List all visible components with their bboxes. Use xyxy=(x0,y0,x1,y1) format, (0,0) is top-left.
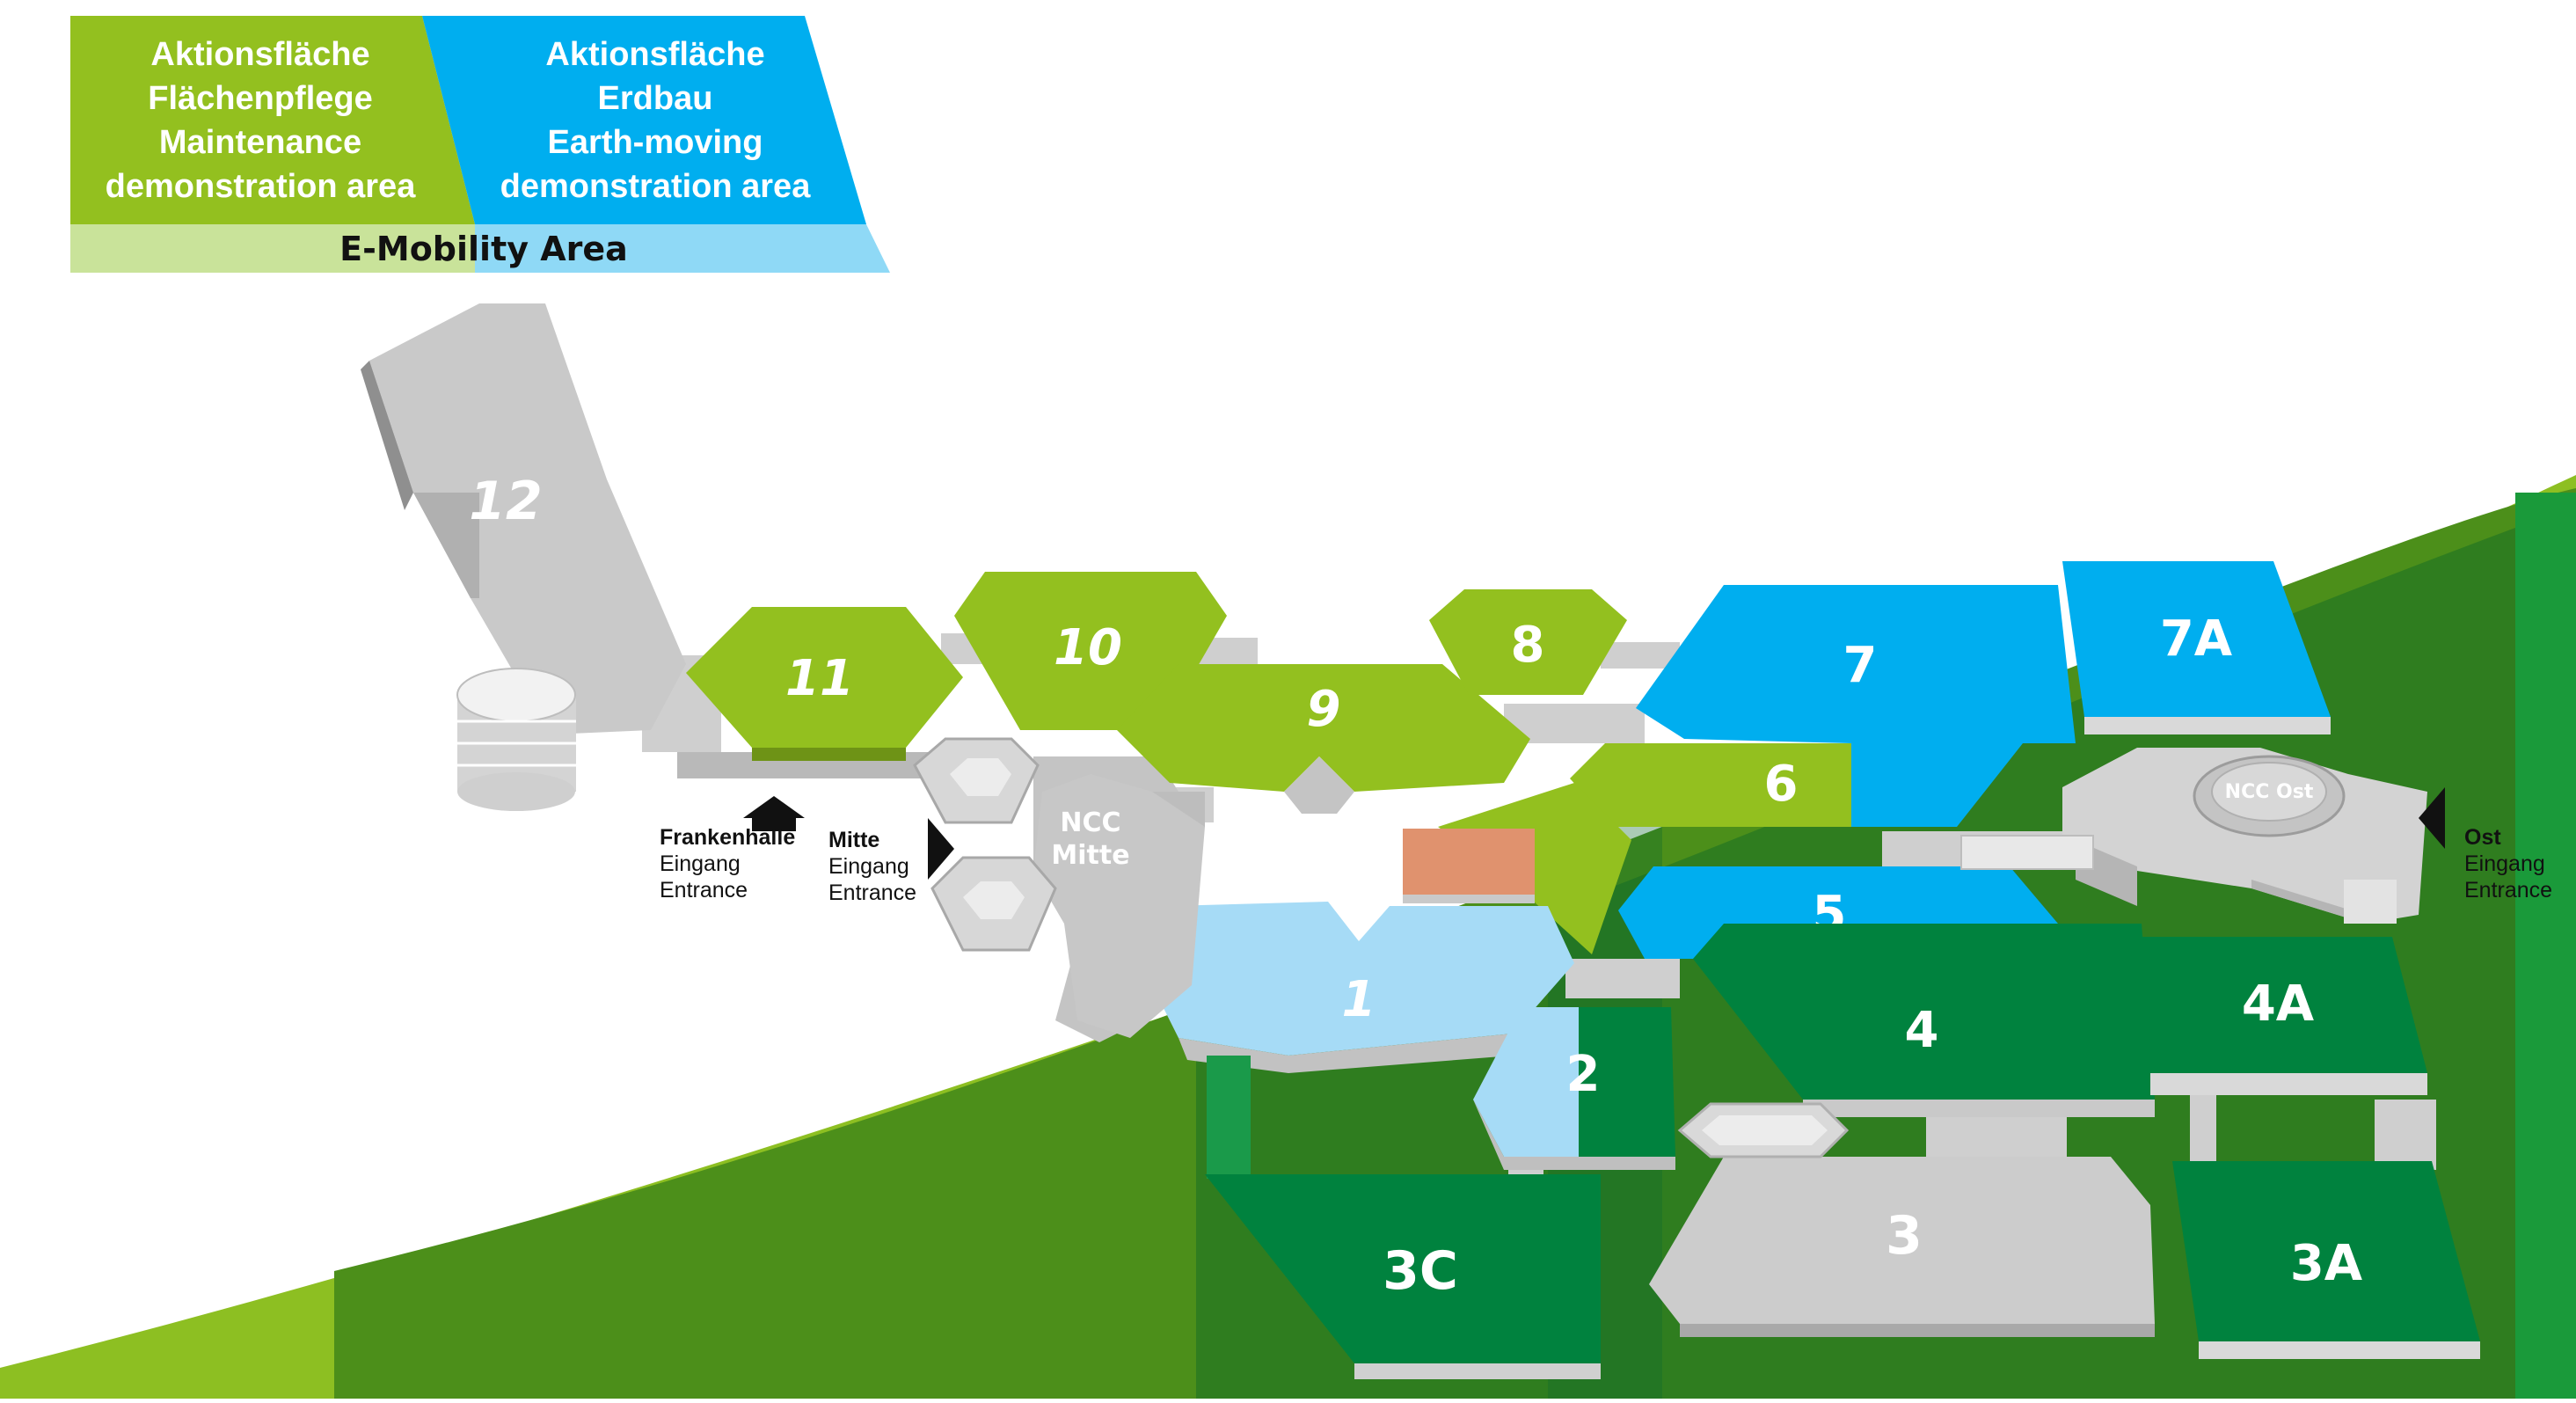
legend-green-line-1: Aktionsfläche xyxy=(150,36,369,73)
hall-3a[interactable]: 3A xyxy=(2172,1161,2480,1359)
hall-4a[interactable]: 4A xyxy=(2128,937,2427,1095)
hall-4-shape xyxy=(1693,924,2155,1100)
hall-1[interactable]: 1 xyxy=(1139,902,1574,1073)
ncc-mitte-building xyxy=(1033,774,1205,1038)
hall-7-shape xyxy=(1636,585,2076,827)
hall-4[interactable]: 4 xyxy=(1693,924,2155,1117)
hall-3c-shape xyxy=(1205,1174,1601,1363)
ost-name: Ost xyxy=(2464,825,2501,850)
ost-line2: Entrance xyxy=(2464,878,2552,902)
e-mobility-area xyxy=(1403,829,1535,895)
hall-3c[interactable]: 3C xyxy=(1205,1056,1601,1379)
hall-8[interactable]: 8 xyxy=(1429,589,1627,695)
ncc-mitte-label-1: NCC xyxy=(1060,807,1120,838)
hall-7a-shape xyxy=(2062,561,2331,717)
hall-3a-shape xyxy=(2172,1161,2480,1341)
legend-blue-box xyxy=(422,16,866,224)
hall-10-label: 10 xyxy=(1054,619,1122,676)
hall-3-shape xyxy=(1649,1157,2155,1324)
hall-9-shape xyxy=(1117,664,1530,792)
hex-pavilion xyxy=(1677,1102,1850,1158)
frankenhalle-arrow-icon xyxy=(743,796,805,831)
ncc-mitte-label-2: Mitte xyxy=(1051,840,1129,871)
ncc-ost-label: NCC Ost xyxy=(2225,781,2314,803)
hall-11[interactable]: 11 xyxy=(686,607,963,761)
bg-right-strip xyxy=(2515,493,2576,1399)
hall-4a-shape xyxy=(2128,937,2427,1073)
hall-9-label: 9 xyxy=(1307,681,1341,738)
legend-green-line-3: Maintenance xyxy=(159,124,361,161)
hall-1-label: 1 xyxy=(1342,971,1376,1028)
entrance-frankenhalle[interactable]: Frankenhalle Eingang Entrance xyxy=(660,796,805,902)
mitte-line2: Entrance xyxy=(828,881,916,905)
ncc-mitte[interactable]: NCC Mitte xyxy=(913,737,1205,1038)
ost-line1: Eingang xyxy=(2464,851,2545,876)
legend-emobility-bar xyxy=(70,224,475,273)
hall-12-shape xyxy=(369,303,686,734)
rotunda xyxy=(456,668,576,811)
hall-3-label: 3 xyxy=(1886,1205,1923,1267)
legend-blue-line-2: Erdbau xyxy=(598,80,713,117)
hall-11-shape xyxy=(686,607,963,748)
hall-6-shape xyxy=(1570,743,1851,827)
ncc-ost[interactable]: NCC Ost xyxy=(1960,748,2427,924)
entrance-ost[interactable]: Ost Eingang Entrance xyxy=(2419,787,2552,902)
frankenhalle-line1: Eingang xyxy=(660,851,741,876)
legend-green-line-2: Flächenpflege xyxy=(148,80,373,117)
legend-emobility-label: E-Mobility Area xyxy=(339,230,628,268)
legend: Aktionsfläche Flächenpflege Maintenance … xyxy=(70,16,890,273)
hall-3c-label: 3C xyxy=(1383,1240,1458,1302)
hall-9[interactable]: 9 xyxy=(1117,664,1530,814)
hall-7-label: 7 xyxy=(1843,637,1878,694)
hall-3a-label: 3A xyxy=(2290,1235,2363,1292)
hall-2[interactable]: 2 xyxy=(1473,1007,1675,1170)
hall-12-label: 12 xyxy=(469,471,543,532)
hall-8-shape xyxy=(1429,589,1627,695)
hall-4-label: 4 xyxy=(1905,1002,1939,1059)
mitte-arrow-icon xyxy=(928,818,954,880)
hall-12[interactable]: 12 xyxy=(361,303,686,734)
hall-8-label: 8 xyxy=(1511,617,1545,674)
mitte-name: Mitte xyxy=(828,828,879,852)
hall-1-shape xyxy=(1139,902,1574,1056)
frankenhalle-name: Frankenhalle xyxy=(660,825,795,850)
hall-7a[interactable]: 7A xyxy=(2062,561,2331,734)
ost-arrow-icon xyxy=(2419,787,2445,888)
hall-3[interactable]: 3 xyxy=(1649,1157,2155,1337)
frankenhalle-line2: Entrance xyxy=(660,878,748,902)
legend-blue-line-1: Aktionsfläche xyxy=(545,36,764,73)
legend-green-box xyxy=(70,16,475,224)
hall-7a-label: 7A xyxy=(2160,610,2233,668)
hall-2-shape xyxy=(1473,1007,1579,1157)
hall-4a-label: 4A xyxy=(2242,976,2315,1033)
hall-2-label: 2 xyxy=(1566,1046,1601,1103)
legend-green-line-4: demonstration area xyxy=(106,168,417,205)
legend-blue-line-4: demonstration area xyxy=(500,168,812,205)
hall-11-label: 11 xyxy=(785,650,854,707)
entrance-mitte[interactable]: Mitte Eingang Entrance xyxy=(828,818,954,905)
hall-6-label: 6 xyxy=(1764,756,1799,813)
mitte-line1: Eingang xyxy=(828,854,909,879)
legend-blue-line-3: Earth-moving xyxy=(548,124,763,161)
hall-7[interactable]: 7 xyxy=(1636,585,2076,827)
